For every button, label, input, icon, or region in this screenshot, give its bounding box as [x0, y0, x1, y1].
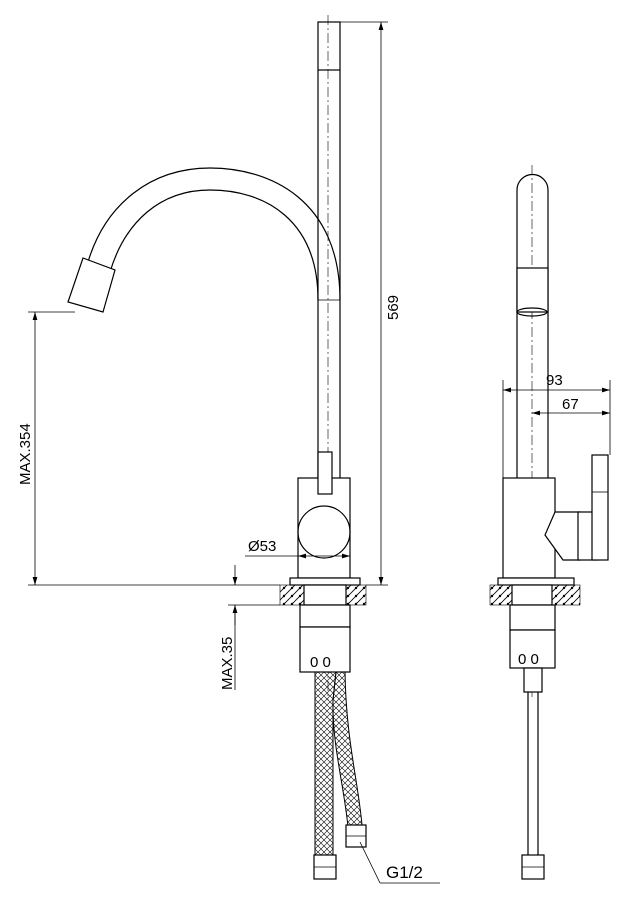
- lever: [317, 451, 333, 495]
- front-view: 0 0: [67, 15, 367, 880]
- dim-spout-height: MAX.354: [17, 423, 34, 485]
- side-nut-marks: 0 0: [518, 651, 539, 668]
- dim-body-diameter: Ø53: [248, 538, 276, 555]
- tube-top-cap: [317, 21, 341, 71]
- side-tube: [516, 173, 549, 478]
- side-body: [502, 477, 556, 579]
- dim-countertop: MAX.35: [219, 637, 236, 690]
- side-lever-handle: [591, 454, 609, 561]
- side-lower-body: [509, 629, 556, 669]
- side-lever-base: [544, 511, 581, 561]
- dim-height-total: 569: [385, 295, 402, 320]
- dim-lever-depth: 67: [562, 396, 579, 413]
- hose-right: [332, 671, 363, 828]
- front-dimensions: 569 MAX.354 MAX.35 Ø53 G1/2: [17, 21, 440, 884]
- hose-left: [314, 671, 337, 856]
- side-view: 0 0: [489, 165, 609, 880]
- dim-thread: G1/2: [386, 863, 423, 882]
- spout-outer: [87, 167, 341, 301]
- mount-nut: [299, 604, 351, 628]
- spout-inner: [109, 189, 319, 301]
- side-dimensions: 93 67: [502, 372, 611, 478]
- side-tube-band: [516, 267, 549, 313]
- dim-depth-total: 93: [546, 372, 563, 389]
- spout-nozzle: [67, 257, 116, 313]
- nut-marks: 0 0: [310, 654, 331, 671]
- body: [297, 477, 351, 579]
